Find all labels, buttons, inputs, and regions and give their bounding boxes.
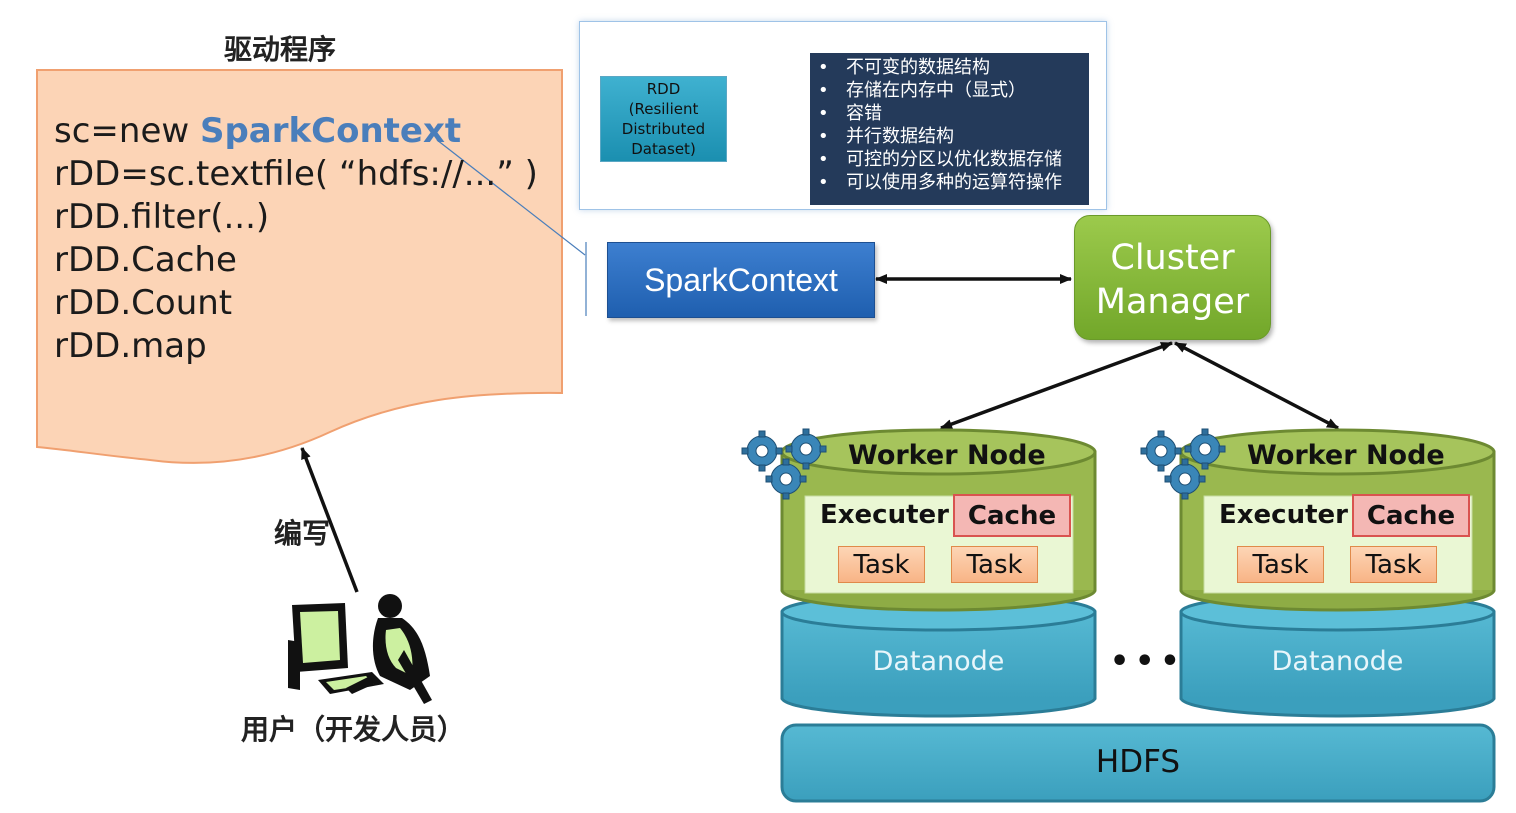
datanode-label: Datanode <box>1271 646 1404 677</box>
rdd-feature-item: • 可以使用多种的运算符操作 <box>818 171 1083 194</box>
bullet-icon: • <box>818 172 829 193</box>
rdd-feature-text: 并行数据结构 <box>846 126 954 147</box>
sparkcontext-label: SparkContext <box>644 261 838 298</box>
executer-label: Executer <box>1219 500 1348 530</box>
rdd-feature-text: 不可变的数据结构 <box>846 57 990 78</box>
code-line-prefix: sc=new <box>54 111 200 151</box>
rdd-feature-text: 可控的分区以优化数据存储 <box>846 149 1062 170</box>
code-line-textfile: rDD=sc.textfile( “hdfs://...” ) <box>54 154 538 194</box>
task-box: Task <box>838 546 925 583</box>
rdd-features-box: • 不可变的数据结构 • 存储在内存中（显式） • 容错 • 并行数据结构 • 可控的分区… <box>810 53 1089 205</box>
hdfs-shape <box>780 723 1496 803</box>
rdd-feature-item: • 容错 <box>818 102 1083 125</box>
code-line-map: rDD.map <box>54 326 207 366</box>
worker-cylinder-1 <box>780 428 1097 612</box>
rdd-feature-text: 存储在内存中（显式） <box>846 80 1026 101</box>
driver-document-shape <box>36 69 563 464</box>
cluster-manager-line: Cluster <box>1110 238 1235 278</box>
rdd-feature-text: 可以使用多种的运算符操作 <box>846 172 1062 193</box>
bullet-icon: • <box>818 126 829 147</box>
user-computer-icon <box>288 594 432 704</box>
rdd-box-line: Distributed <box>621 120 706 138</box>
rdd-feature-text: 容错 <box>846 103 882 124</box>
code-line-count: rDD.Count <box>54 283 233 323</box>
user-developer-label: 用户（开发人员） <box>241 713 466 746</box>
gears-icon-1 <box>741 428 827 500</box>
rdd-feature-item: • 可控的分区以优化数据存储 <box>818 148 1083 171</box>
rdd-box-line: Dataset) <box>631 140 696 158</box>
bullet-icon: • <box>818 80 829 101</box>
cluster-manager-box: Cluster Manager <box>1074 215 1271 340</box>
rdd-box: RDD (Resilient Distributed Dataset) <box>600 76 727 162</box>
executer-label: Executer <box>820 500 949 530</box>
write-label: 编写 <box>274 517 331 550</box>
code-line-sparkcontext: sc=new SparkContext <box>54 110 461 152</box>
rdd-feature-item: • 不可变的数据结构 <box>818 56 1083 79</box>
rdd-box-line: RDD <box>646 80 681 98</box>
cache-box: Cache <box>953 494 1071 537</box>
task-box: Task <box>951 546 1038 583</box>
code-line-cache: rDD.Cache <box>54 240 237 280</box>
bullet-icon: • <box>818 103 829 124</box>
worker-node-title: Worker Node <box>1247 440 1445 471</box>
task-box: Task <box>1350 546 1437 583</box>
cache-box: Cache <box>1352 494 1470 537</box>
gears-icon-2 <box>1140 428 1226 500</box>
rdd-features-list: • 不可变的数据结构 • 存储在内存中（显式） • 容错 • 并行数据结构 • 可控的分区… <box>818 56 1083 194</box>
driver-program-title: 驱动程序 <box>223 33 336 66</box>
cluster-manager-line: Manager <box>1095 282 1250 322</box>
rdd-box-line: (Resilient <box>628 100 699 118</box>
sparkcontext-box: SparkContext <box>607 242 875 318</box>
hdfs-label: HDFS <box>1095 744 1181 780</box>
ellipsis-dots: ••• <box>1110 644 1186 679</box>
rdd-feature-item: • 并行数据结构 <box>818 125 1083 148</box>
bullet-icon: • <box>818 57 829 78</box>
worker-node-title: Worker Node <box>848 440 1046 471</box>
code-to-sparkcontext-line <box>436 139 586 256</box>
user-write-arrow <box>300 447 359 593</box>
task-box: Task <box>1237 546 1324 583</box>
rdd-feature-item: • 存储在内存中（显式） <box>818 79 1083 102</box>
datanode-label: Datanode <box>872 646 1005 677</box>
cluster-worker1-arrow <box>940 341 1173 430</box>
bullet-icon: • <box>818 149 829 170</box>
code-sparkcontext-highlight: SparkContext <box>199 111 462 151</box>
cluster-worker2-arrow <box>1174 341 1339 430</box>
code-line-filter: rDD.filter(...) <box>54 197 270 237</box>
